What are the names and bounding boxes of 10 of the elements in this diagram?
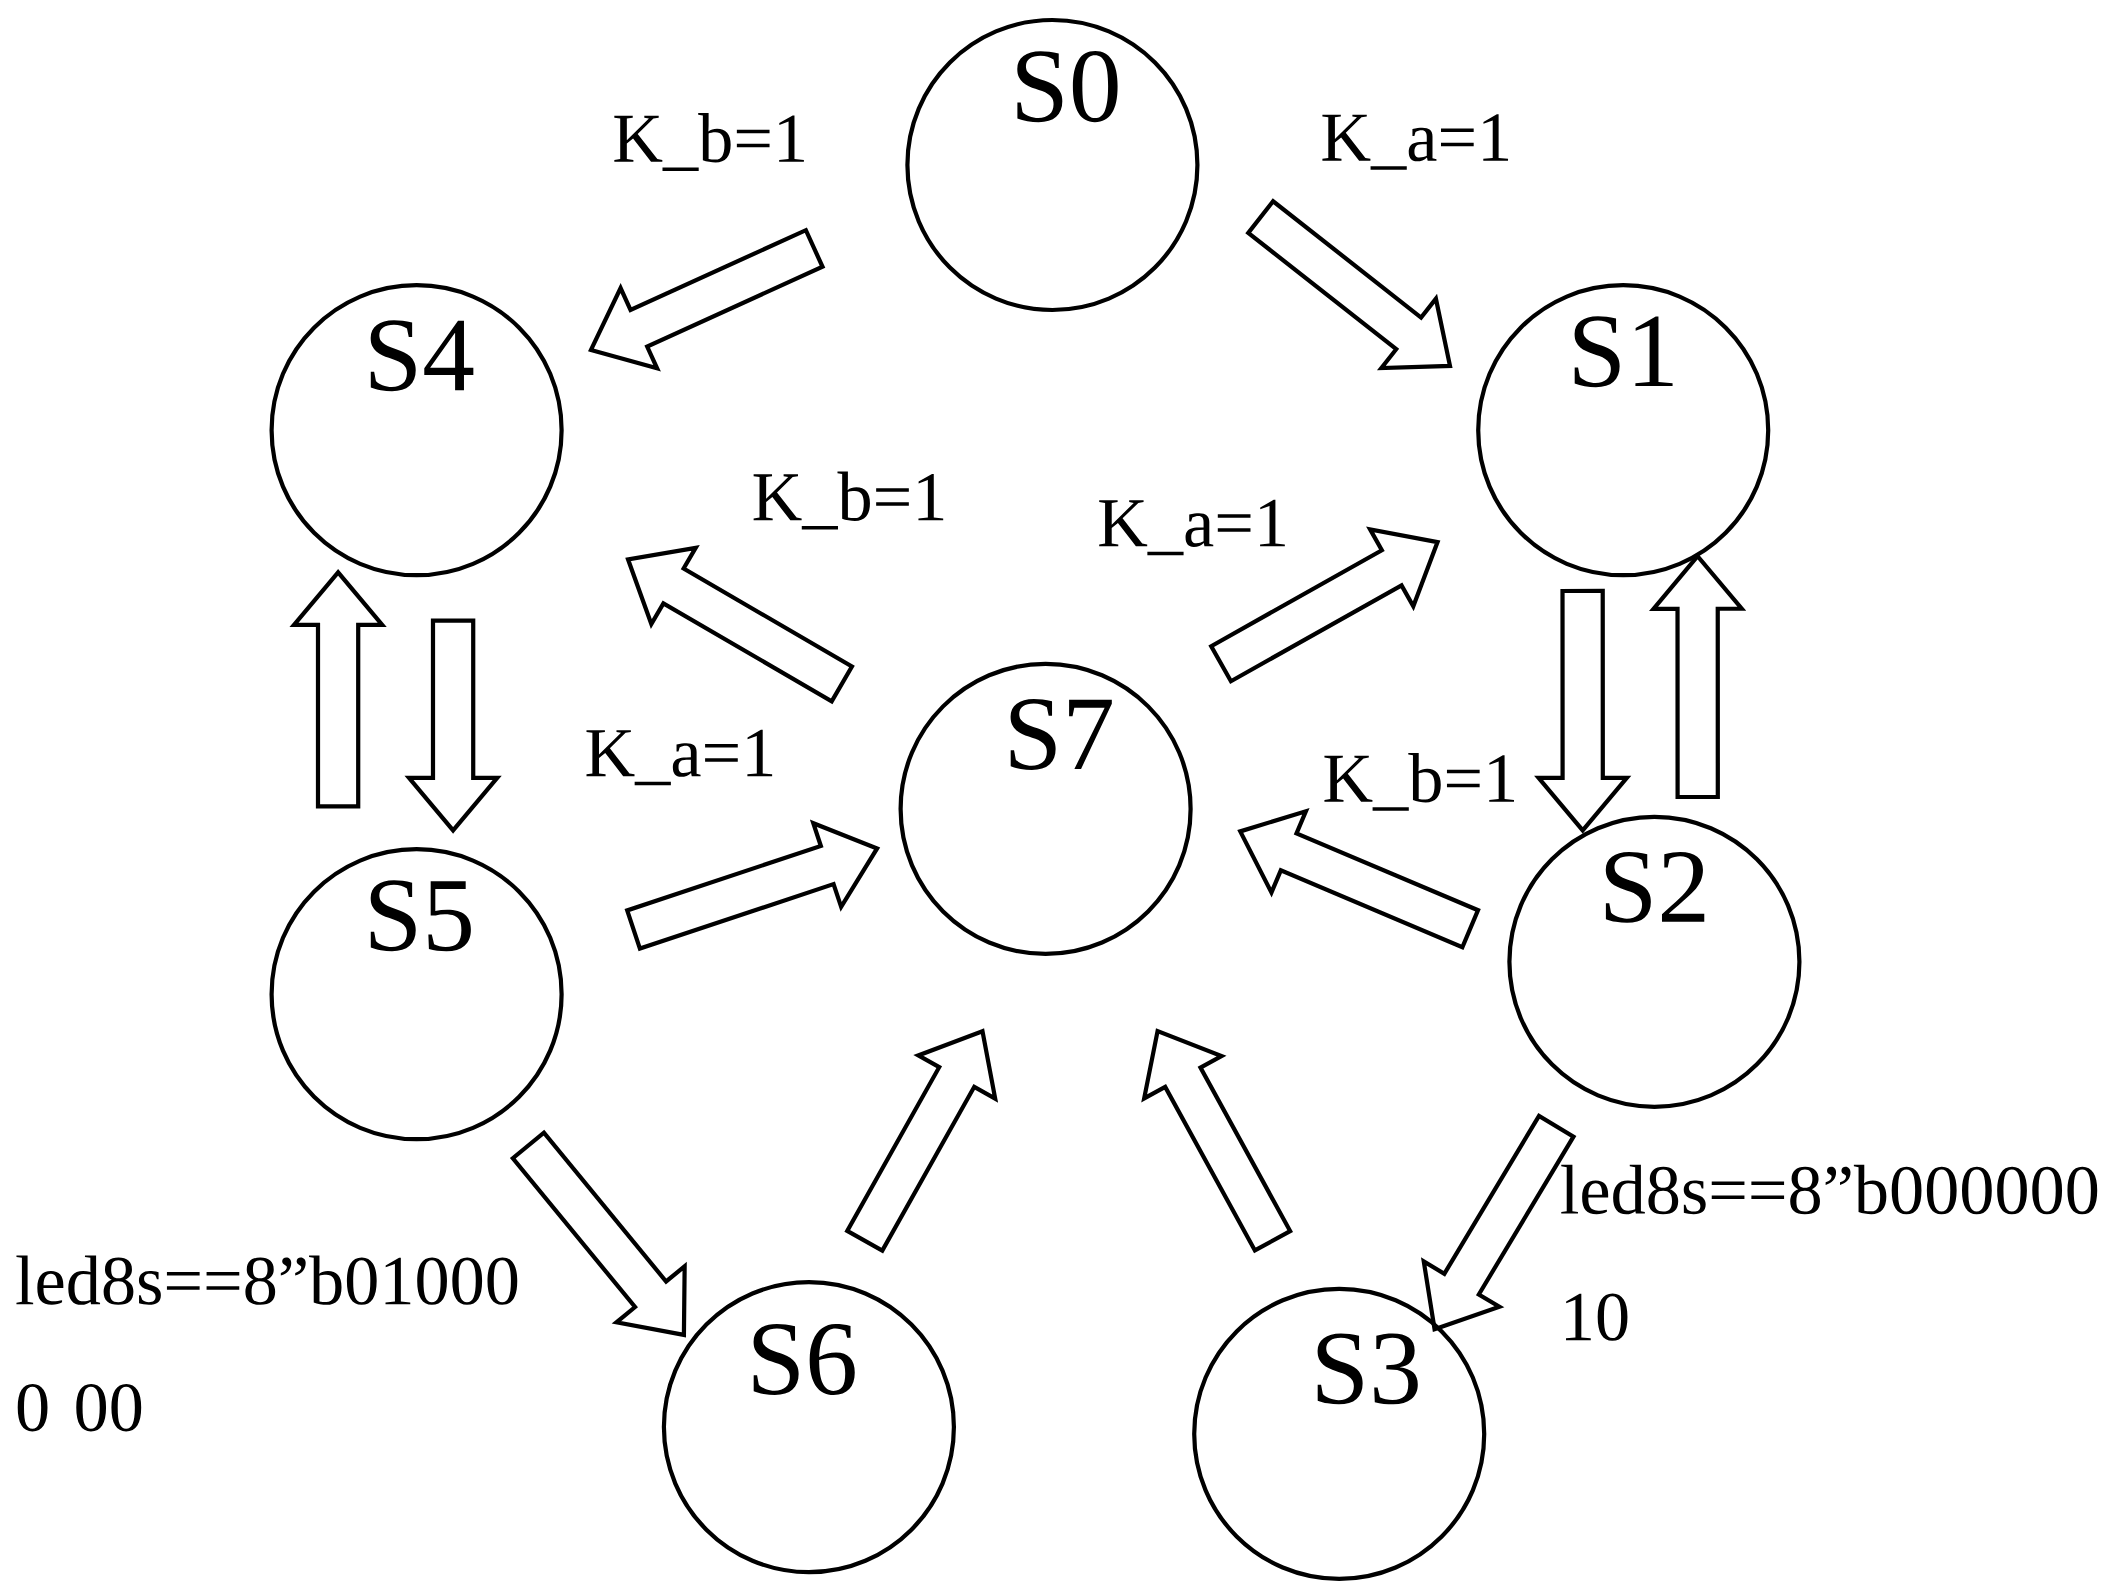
- block-arrow: [1245, 198, 1453, 371]
- edge-label: K_a=1: [580, 726, 780, 789]
- edge-label: led8s==8”b01000 0 00: [16, 1255, 518, 1432]
- edge-label: led8s==8”b000000 10: [1561, 1164, 2098, 1341]
- edge-label: K_b=1: [1318, 749, 1522, 815]
- edge-label: K_a=1: [1316, 110, 1516, 174]
- edge-label: K_a=1: [1093, 496, 1293, 559]
- edge-label: K_b=1: [608, 109, 812, 175]
- block-arrow: [588, 227, 826, 372]
- edge-label: K_b=1: [748, 468, 951, 533]
